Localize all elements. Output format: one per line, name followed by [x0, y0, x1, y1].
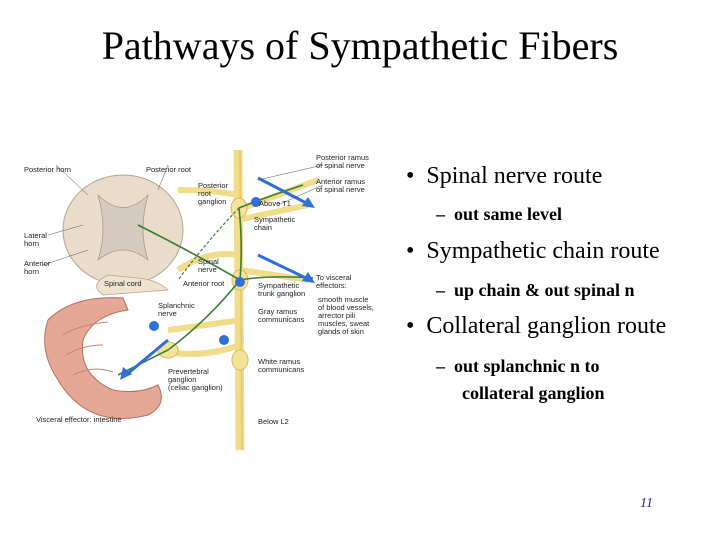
- label-above-t1: Above T1: [259, 199, 291, 208]
- label-below-l2: Below L2: [258, 417, 289, 426]
- label-anterior-horn: Anterior horn: [24, 259, 51, 276]
- intestine: [44, 297, 162, 419]
- dash-icon: –: [436, 356, 445, 376]
- sympathetic-pathway-diagram: Posterior horn Posterior root Posterior …: [18, 150, 380, 450]
- label-spinal-nerve: Spinal nerve: [198, 257, 219, 274]
- arrow-collateral-route: [125, 338, 169, 377]
- sub-bullet-item: – out splanchnic n to: [436, 356, 600, 376]
- label-spinal-cord: Spinal cord: [104, 279, 142, 288]
- label-prevertebral-ganglion: Prevertebral ganglion (celiac ganglion): [168, 367, 223, 392]
- label-splanchnic-nerve: Splanchnic nerve: [158, 301, 195, 318]
- label-sympathetic-trunk-ganglion: Sympathetic trunk ganglion: [258, 281, 306, 298]
- arrow-chain-route: [257, 253, 311, 282]
- nerve-branches: [157, 177, 320, 357]
- label-visceral-effector: Visceral effector: intestine: [36, 415, 122, 424]
- diagram-artwork: [42, 150, 324, 450]
- sub-bullet-item: – out same level: [436, 204, 562, 224]
- label-posterior-root: Posterior root: [146, 165, 192, 174]
- bullet-item: • Spinal nerve route: [406, 163, 603, 189]
- slide-title: Pathways of Sympathetic Fibers: [101, 23, 619, 68]
- ganglion-lower: [231, 349, 249, 371]
- sub-bullet-item: – up chain & out spinal n: [436, 280, 635, 300]
- spinal-cord-trunk: [96, 274, 169, 296]
- label-anterior-ramus: Anterior ramus of spinal nerve: [316, 177, 366, 194]
- dash-icon: –: [436, 280, 445, 300]
- bullet-dot-icon: •: [406, 163, 415, 189]
- label-lateral-horn: Lateral horn: [24, 231, 47, 248]
- bullet-dot-icon: •: [406, 238, 415, 264]
- label-to-visceral-effectors: To visceral effectors:: [316, 273, 352, 290]
- bullet-item: • Sympathetic chain route: [406, 238, 660, 264]
- page-number: 11: [640, 496, 653, 511]
- bullet-dot-icon: •: [406, 313, 415, 339]
- label-posterior-root-ganglion: Posterior root ganglion: [198, 181, 229, 206]
- arrow-spinal-route: [257, 176, 311, 207]
- label-white-ramus: White ramus communicans: [258, 357, 305, 374]
- bullet-item: • Collateral ganglion route: [406, 313, 667, 339]
- label-gray-ramus: Gray ramus communicans: [258, 307, 305, 324]
- dash-icon: –: [436, 204, 445, 224]
- label-posterior-horn: Posterior horn: [24, 165, 72, 174]
- label-sympathetic-chain: Sympathetic chain: [254, 215, 296, 232]
- gray-matter: [97, 193, 149, 262]
- label-posterior-ramus: Posterior ramus of spinal nerve: [316, 153, 369, 170]
- sub-bullet-continuation: collateral ganglion: [462, 383, 605, 403]
- label-effectors-list: smooth muscle of blood vessels, arrector…: [318, 295, 374, 336]
- label-anterior-root: Anterior root: [183, 279, 225, 288]
